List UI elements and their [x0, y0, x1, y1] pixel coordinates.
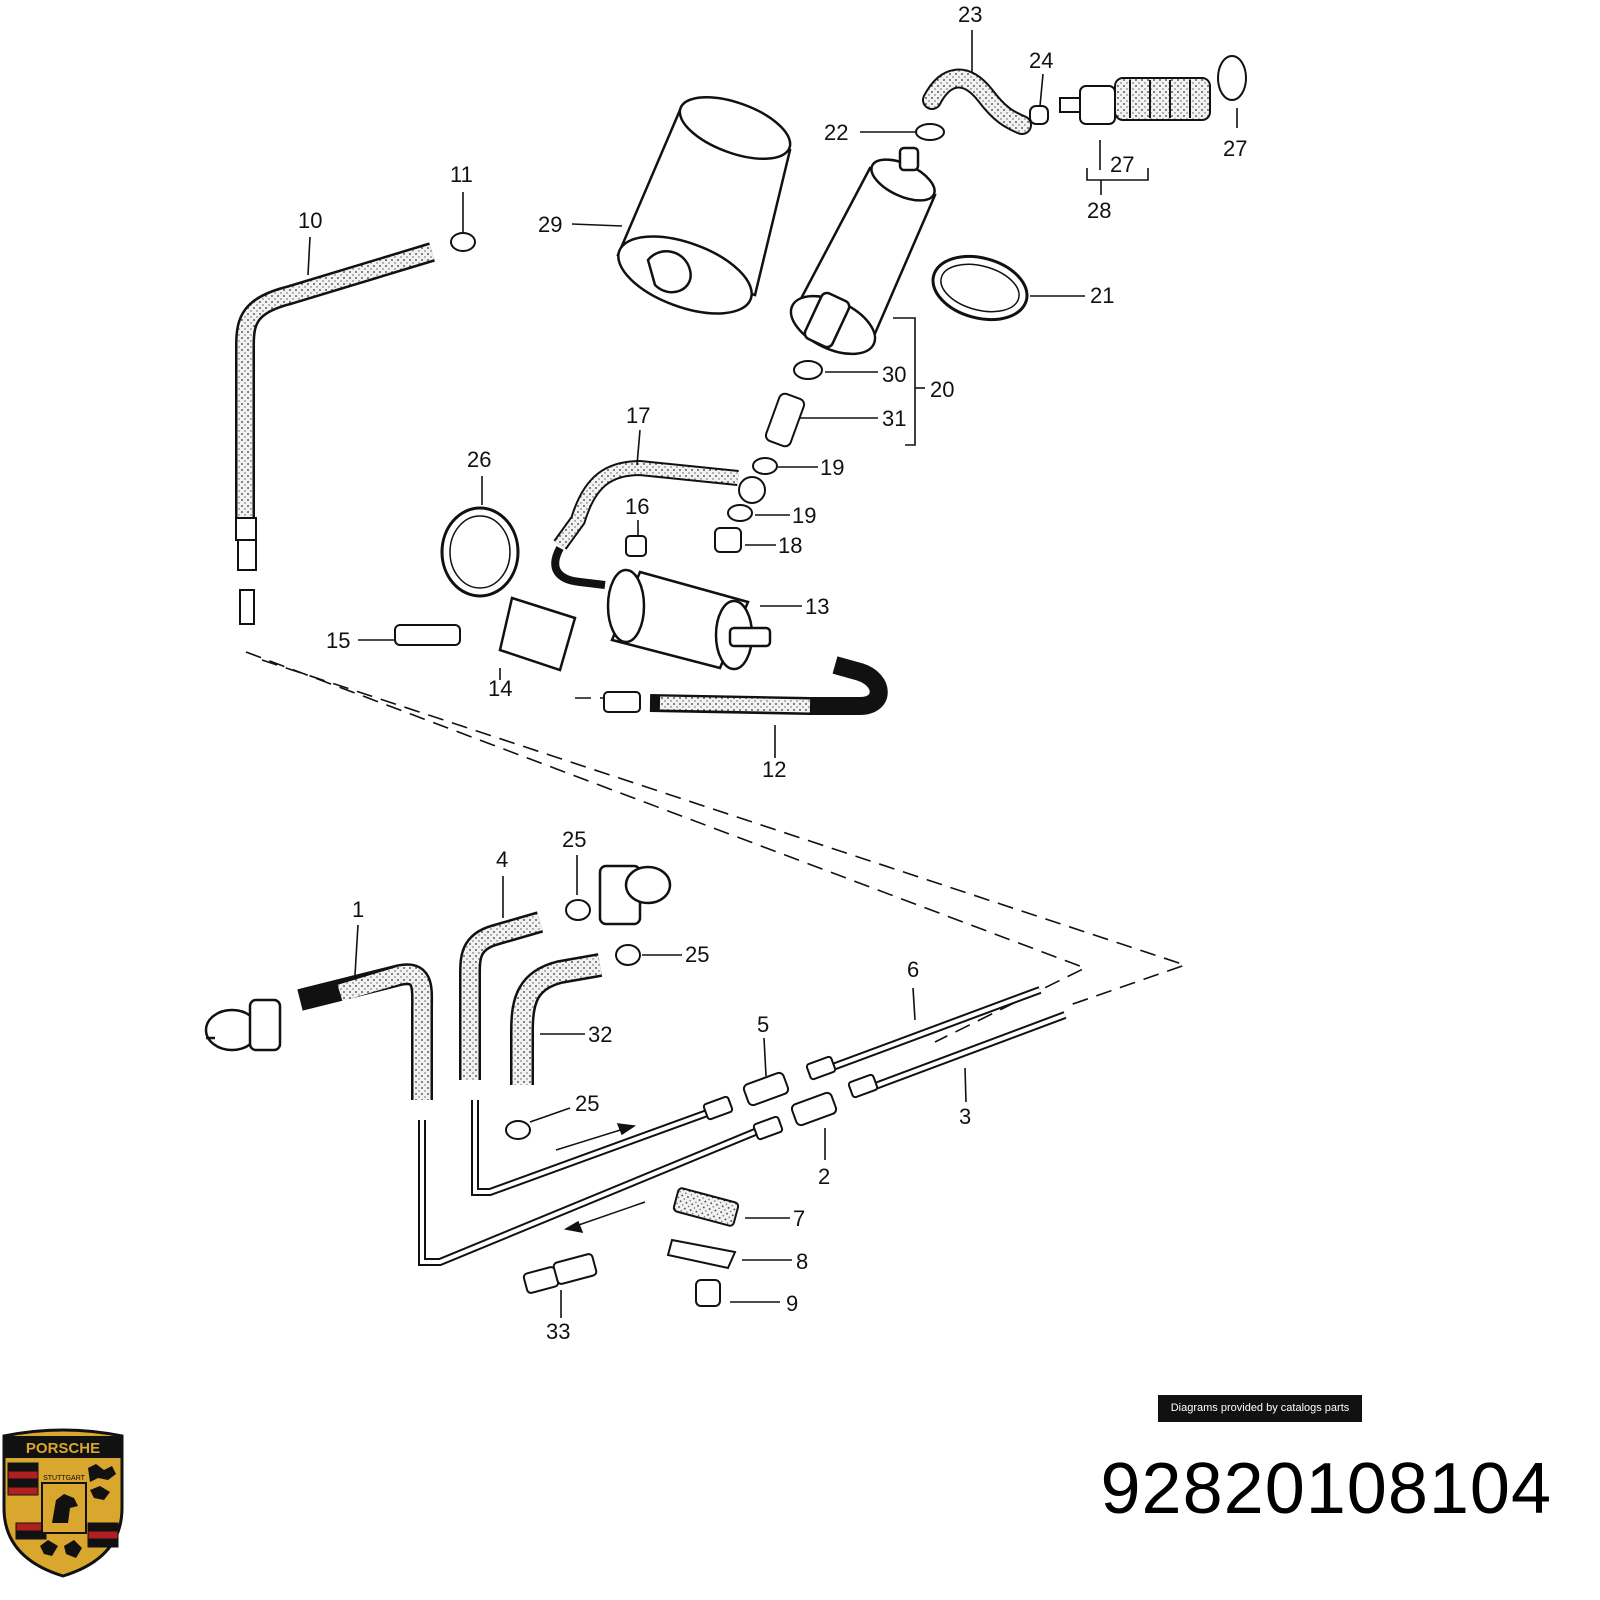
callout-19: 19 [792, 503, 816, 528]
fuel-filter-13 [606, 568, 772, 671]
callout-25: 25 [575, 1091, 599, 1116]
clamp-21 [931, 254, 1029, 322]
callout-19: 19 [820, 455, 844, 480]
fitting-15 [394, 624, 461, 646]
callout-32: 32 [588, 1022, 612, 1047]
callout-8: 8 [796, 1249, 808, 1274]
clamp-24 [1029, 105, 1049, 125]
coupling-5 [742, 1071, 790, 1107]
washer-30 [793, 360, 823, 380]
callout-29: 29 [538, 212, 562, 237]
callout-30: 30 [882, 362, 906, 387]
callout-4: 4 [496, 847, 508, 872]
pressure-regulator-left [204, 998, 282, 1052]
callout-33: 33 [546, 1319, 570, 1344]
callout-15: 15 [326, 628, 350, 653]
callout-12: 12 [762, 757, 786, 782]
callout-18: 18 [778, 533, 802, 558]
nut-9 [695, 1279, 721, 1307]
clip-7 [672, 1187, 740, 1227]
callout-27: 27 [1110, 152, 1134, 177]
callout-27: 27 [1223, 136, 1247, 161]
clamp-26 [440, 506, 520, 598]
canister-29 [616, 96, 792, 315]
nut-16 [625, 535, 647, 557]
callout-20: 20 [930, 377, 954, 402]
callout-9: 9 [786, 1291, 798, 1316]
callout-14: 14 [488, 676, 512, 701]
callout-10: 10 [298, 208, 322, 233]
callout-23: 23 [958, 2, 982, 27]
callout-26: 26 [467, 447, 491, 472]
callout-6: 6 [907, 957, 919, 982]
callout-22: 22 [824, 120, 848, 145]
nut-18 [714, 527, 742, 553]
callout-13: 13 [805, 594, 829, 619]
callout-16: 16 [625, 494, 649, 519]
coupling-2 [790, 1091, 838, 1127]
washer-19a [752, 457, 778, 475]
fuel-pump-20 [789, 146, 937, 356]
clamp-25a [565, 899, 591, 921]
callout-25: 25 [685, 942, 709, 967]
clamp-25b [615, 944, 641, 966]
pressure-regulator-right [598, 864, 672, 926]
hose-10 [235, 242, 435, 520]
washer-19b [727, 504, 753, 522]
clamp-22 [915, 123, 945, 141]
part-number: 92820108104 [1100, 1449, 1552, 1529]
crest-top-text: PORSCHE [26, 1440, 100, 1457]
callout-labels: 23 24 22 27 27 28 11 10 29 21 30 20 31 1… [298, 2, 1247, 1344]
callout-28: 28 [1087, 198, 1111, 223]
fitting-31 [764, 392, 806, 448]
flow-arrows [555, 1123, 646, 1233]
union-33 [522, 1253, 598, 1294]
callout-7: 7 [793, 1206, 805, 1231]
callout-3: 3 [959, 1104, 971, 1129]
clamp-25c [505, 1120, 531, 1140]
clamp-11 [450, 232, 476, 252]
bracket-14 [498, 596, 577, 672]
callout-17: 17 [626, 403, 650, 428]
callout-31: 31 [882, 406, 906, 431]
porsche-crest-logo: PORSCHE STUTTGART [2, 1428, 124, 1578]
callout-11: 11 [450, 162, 473, 187]
callout-25: 25 [562, 827, 586, 852]
callout-5: 5 [757, 1012, 769, 1037]
plate-8 [666, 1238, 737, 1270]
callout-21: 21 [1090, 283, 1114, 308]
diagram-credit: Diagrams provided by catalogs parts [1158, 1395, 1362, 1422]
leader-lines [307, 30, 1238, 1318]
callout-2: 2 [818, 1164, 830, 1189]
strainer-27 [1059, 55, 1247, 125]
callout-1: 1 [352, 897, 364, 922]
crest-center-text: STUTTGART [43, 1475, 86, 1482]
callout-24: 24 [1029, 48, 1053, 73]
hose-12 [649, 656, 888, 715]
